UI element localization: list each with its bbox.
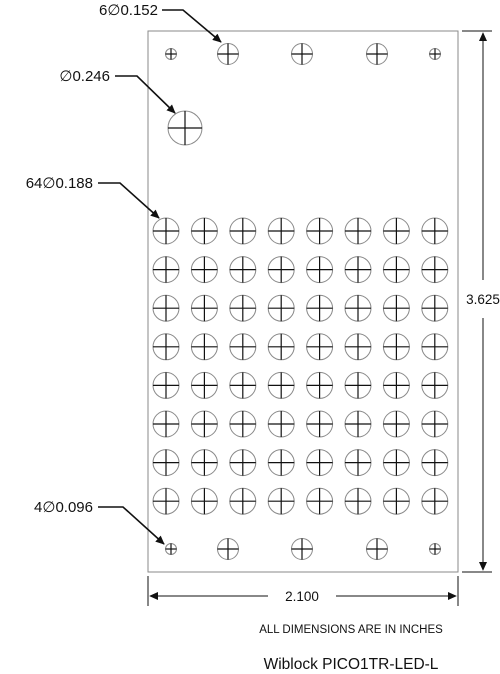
- mount-hole: [366, 43, 388, 65]
- led-hole: [344, 294, 372, 322]
- led-hole: [306, 487, 334, 515]
- mount-hole: [217, 538, 239, 560]
- led-hole: [190, 410, 218, 438]
- leader-small-holes: [98, 506, 165, 545]
- label-led-holes: 64∅0.188: [26, 175, 93, 192]
- units-note: ALL DIMENSIONS ARE IN INCHES: [259, 624, 443, 636]
- led-hole: [190, 333, 218, 361]
- label-large-hole: ∅0.246: [59, 68, 110, 85]
- led-hole: [190, 217, 218, 245]
- leader-mount-holes: [162, 9, 222, 43]
- led-hole: [344, 487, 372, 515]
- small-hole: [165, 543, 177, 555]
- led-hole: [229, 410, 257, 438]
- led-hole: [382, 256, 410, 284]
- mount-hole: [291, 43, 313, 65]
- width-value: 2.100: [285, 589, 319, 604]
- callout-small-holes: 4∅0.096: [34, 499, 165, 545]
- led-hole: [229, 217, 257, 245]
- led-hole: [152, 410, 180, 438]
- led-hole: [382, 294, 410, 322]
- leader-led-holes: [98, 182, 160, 219]
- mount-hole: [366, 538, 388, 560]
- small-hole: [165, 48, 177, 60]
- led-hole: [421, 217, 449, 245]
- led-hole: [190, 487, 218, 515]
- led-hole: [190, 371, 218, 399]
- led-hole: [229, 371, 257, 399]
- led-hole: [152, 217, 180, 245]
- callout-mount-holes: 6∅0.152: [99, 2, 222, 43]
- led-hole: [421, 256, 449, 284]
- led-hole: [344, 410, 372, 438]
- led-hole: [421, 371, 449, 399]
- led-hole: [229, 294, 257, 322]
- mount-hole: [291, 538, 313, 560]
- led-hole: [306, 333, 334, 361]
- led-hole: [382, 371, 410, 399]
- led-hole: [421, 449, 449, 477]
- led-hole: [421, 333, 449, 361]
- hole-pattern: [152, 43, 449, 560]
- led-hole: [382, 487, 410, 515]
- led-hole: [344, 333, 372, 361]
- led-hole: [152, 294, 180, 322]
- led-hole: [306, 256, 334, 284]
- led-hole: [267, 449, 295, 477]
- led-hole: [344, 256, 372, 284]
- led-hole: [267, 217, 295, 245]
- led-hole: [421, 294, 449, 322]
- large-hole: [167, 110, 203, 146]
- led-hole: [306, 410, 334, 438]
- led-hole: [267, 294, 295, 322]
- led-hole: [190, 294, 218, 322]
- led-hole: [190, 256, 218, 284]
- dimension-width: 2.100: [147, 576, 459, 606]
- led-hole: [152, 371, 180, 399]
- callout-large-hole: ∅0.246: [59, 68, 176, 114]
- led-hole: [306, 449, 334, 477]
- led-hole: [229, 487, 257, 515]
- dimension-height: 3.625: [462, 30, 500, 573]
- led-hole: [344, 371, 372, 399]
- led-hole: [152, 449, 180, 477]
- led-hole: [267, 410, 295, 438]
- led-hole: [229, 449, 257, 477]
- led-hole: [152, 487, 180, 515]
- callout-led-holes: 64∅0.188: [26, 175, 160, 219]
- led-hole: [190, 449, 218, 477]
- leader-large-hole: [115, 75, 176, 114]
- led-hole: [152, 256, 180, 284]
- led-hole: [382, 217, 410, 245]
- small-hole: [429, 48, 441, 60]
- mount-hole: [217, 43, 239, 65]
- drawing-title: Wiblock PICO1TR-LED-L: [264, 656, 439, 673]
- led-hole: [344, 217, 372, 245]
- led-hole: [229, 256, 257, 284]
- led-hole: [267, 333, 295, 361]
- led-hole: [152, 333, 180, 361]
- board-outline: [147, 30, 459, 573]
- small-hole: [429, 543, 441, 555]
- led-hole: [267, 256, 295, 284]
- led-hole: [421, 487, 449, 515]
- label-mount-holes: 6∅0.152: [99, 2, 158, 19]
- led-hole: [306, 371, 334, 399]
- led-hole: [306, 294, 334, 322]
- led-hole: [267, 487, 295, 515]
- label-small-holes: 4∅0.096: [34, 499, 93, 516]
- led-hole: [421, 410, 449, 438]
- led-hole: [306, 217, 334, 245]
- led-hole: [382, 333, 410, 361]
- led-hole: [344, 449, 372, 477]
- led-hole: [267, 371, 295, 399]
- led-hole: [382, 449, 410, 477]
- height-value: 3.625: [466, 292, 500, 307]
- led-hole: [229, 333, 257, 361]
- led-hole: [382, 410, 410, 438]
